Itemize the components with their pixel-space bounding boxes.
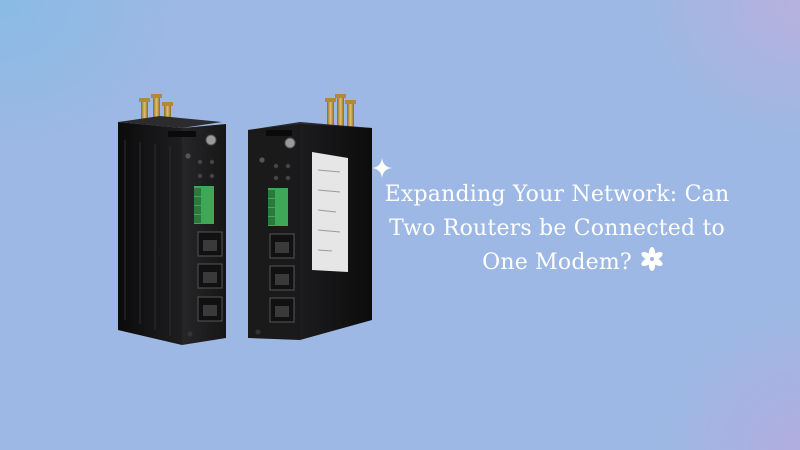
right-router-antennas: [325, 94, 356, 128]
right-router-ethernet-ports: [269, 233, 295, 323]
headline: Expanding Your Network: Can Two Routers …: [362, 178, 752, 280]
right-router-leds: [259, 157, 291, 181]
headline-line-3: One Modem?: [482, 250, 632, 275]
flower-icon: [641, 247, 663, 271]
left-router-side: [118, 122, 182, 345]
sparkle-icon: [372, 158, 392, 178]
headline-line-1: Expanding Your Network: Can: [384, 182, 730, 207]
left-router-ethernet-ports: [197, 231, 223, 322]
right-router: [248, 94, 372, 340]
left-router-terminal-block: [194, 186, 214, 224]
headline-line-2: Two Routers be Connected to: [389, 216, 725, 241]
right-router-label-sticker: [312, 152, 348, 272]
left-router-leds: [185, 153, 215, 179]
right-router-terminal-block: [268, 188, 288, 226]
left-router: [118, 94, 226, 345]
